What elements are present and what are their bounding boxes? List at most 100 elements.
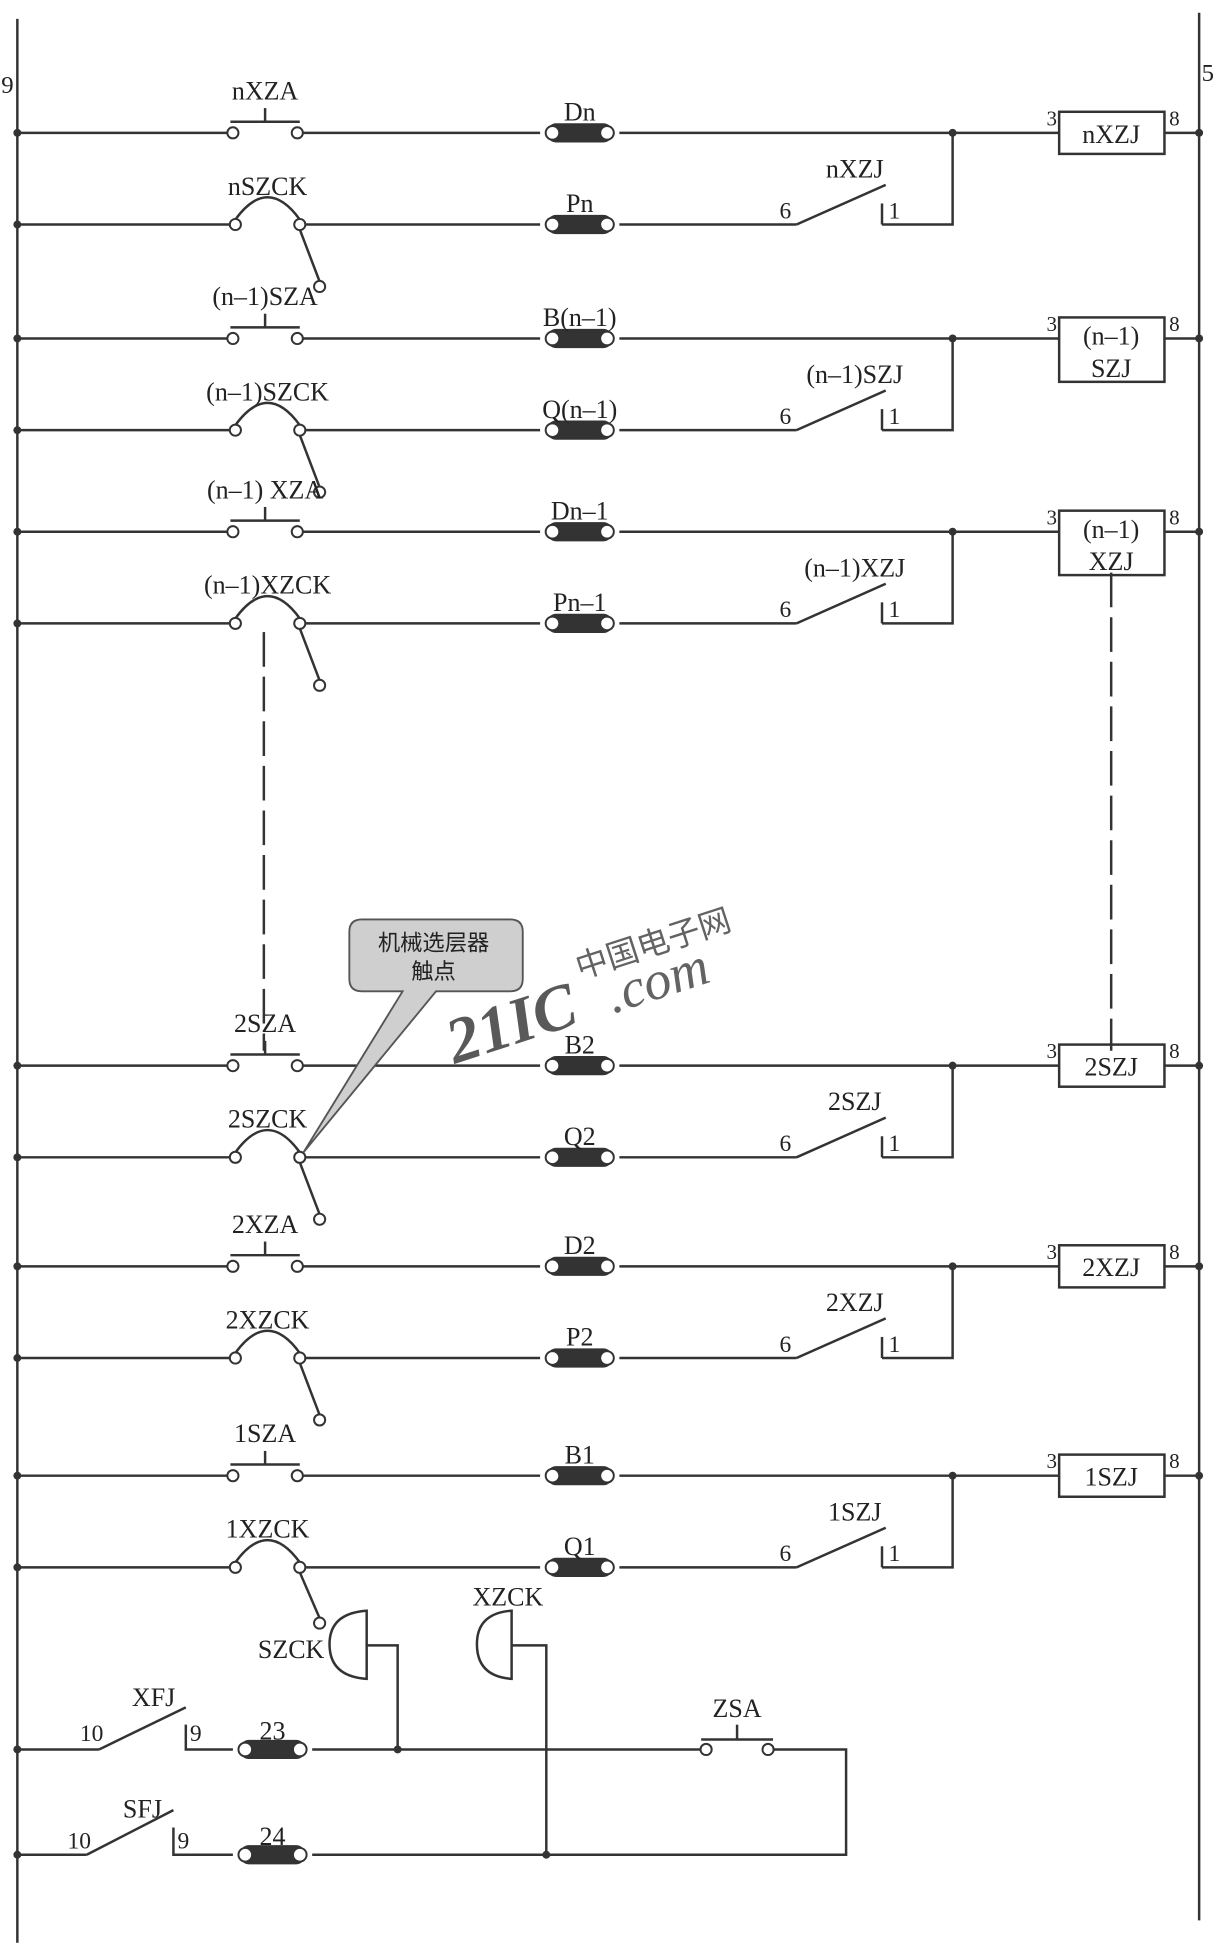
coil-end	[599, 1057, 615, 1074]
coil-end	[599, 1350, 615, 1366]
pin-label: 8	[1169, 1039, 1180, 1063]
pin-label: 1	[889, 1541, 901, 1567]
wire	[366, 1644, 399, 1750]
selector-arc	[234, 1329, 301, 1354]
xfj-contact-blade	[98, 1706, 187, 1751]
coil-end	[544, 615, 561, 632]
contact-terminal	[313, 485, 327, 499]
coil-end	[599, 523, 615, 540]
coil-end	[544, 1149, 561, 1166]
selector-contact-label: 2XZCK	[226, 1305, 310, 1334]
relay-contact-label: (n–1)SZJ	[806, 360, 903, 389]
selector-arm	[298, 434, 321, 488]
contact-terminal	[290, 1259, 304, 1273]
pushbutton-contact	[226, 506, 304, 539]
contact-blade	[796, 1116, 887, 1159]
pin-label: 10	[80, 1721, 104, 1747]
coil-end	[544, 523, 561, 540]
pin-label: 8	[1169, 505, 1180, 529]
relay-no-contact	[796, 1317, 887, 1360]
pin-label: 8	[1169, 312, 1180, 336]
junction-dot	[948, 527, 957, 536]
indicator-coil	[544, 328, 615, 349]
szck-limit-switch	[328, 1609, 368, 1681]
junction-dot	[542, 1850, 551, 1859]
pushbutton-contact	[226, 108, 304, 140]
coil-end	[544, 330, 561, 347]
pushbutton-contact	[226, 313, 304, 346]
contact-terminal	[226, 1259, 240, 1273]
sfj-label: SFJ	[123, 1795, 162, 1824]
junction-dot	[1195, 527, 1204, 536]
zsa-label: ZSA	[713, 1694, 762, 1723]
contact-terminal	[290, 331, 304, 346]
junction-dot	[1195, 334, 1204, 343]
contact-terminal	[226, 331, 240, 346]
coil-23	[237, 1739, 308, 1760]
wire	[172, 1827, 233, 1856]
callout-text: 机械选层器	[378, 930, 489, 955]
coil-end	[237, 1741, 254, 1758]
selector-arc	[234, 401, 301, 426]
pin-label: 8	[1169, 1449, 1180, 1473]
pin-label: 1	[889, 1131, 901, 1157]
pin-label: 6	[780, 198, 792, 224]
relay-label: 2SZJ	[1084, 1053, 1137, 1082]
contact-terminal	[699, 1742, 713, 1757]
indicator-coil	[544, 1348, 615, 1368]
coil-label: 24	[260, 1822, 286, 1851]
coil-end	[544, 1467, 561, 1484]
coil-end	[544, 422, 561, 438]
pin-label: 8	[1169, 1240, 1180, 1264]
pin-label: 10	[68, 1829, 92, 1855]
right-rail-label: 5	[1202, 60, 1214, 87]
self-hold-wire	[882, 1065, 954, 1159]
contact-terminal	[226, 1059, 240, 1073]
contact-blade	[796, 389, 887, 432]
pin-label: 6	[780, 1332, 792, 1358]
coil-end	[544, 1057, 561, 1074]
contact-terminal	[313, 279, 327, 294]
coil-end	[544, 1350, 561, 1366]
contact-terminal	[228, 1351, 242, 1365]
call-button-label: 1SZA	[234, 1419, 296, 1448]
relay-contact-label: 1SZJ	[828, 1497, 881, 1526]
contact-terminal	[761, 1742, 775, 1757]
self-hold-wire	[882, 338, 954, 432]
indicator-coil	[544, 1147, 615, 1167]
indicator-coil	[544, 214, 615, 235]
junction-dot	[948, 334, 957, 343]
coil-end	[599, 615, 615, 632]
pin-label: 8	[1169, 106, 1180, 130]
relay-label: XZJ	[1089, 547, 1134, 576]
xfj-label: XFJ	[132, 1683, 175, 1712]
selector-arc	[234, 196, 301, 221]
contact-terminal	[293, 1351, 307, 1365]
selector-arm	[298, 1362, 321, 1416]
contact-terminal	[290, 126, 304, 140]
pin-label: 3	[1046, 106, 1057, 130]
coil-label: P2	[566, 1323, 593, 1352]
relay-label: nXZJ	[1082, 120, 1140, 149]
contact-terminal	[293, 217, 307, 232]
self-hold-wire	[882, 1266, 954, 1360]
relay-coil-box	[1057, 316, 1166, 384]
selector-contact	[228, 401, 327, 499]
contact-blade	[796, 1317, 887, 1360]
szck-label: SZCK	[258, 1635, 325, 1664]
selector-contact	[228, 1329, 327, 1427]
contact-terminal	[228, 616, 242, 630]
selector-arm	[298, 1161, 321, 1215]
relay-no-contact	[796, 183, 887, 226]
selector-arm	[298, 1571, 321, 1619]
relay-label: 1SZJ	[1084, 1463, 1137, 1492]
contact-terminal	[293, 1560, 307, 1574]
contact-terminal	[290, 1059, 304, 1073]
coil-end	[544, 1559, 561, 1576]
pushbutton-contact	[226, 1450, 304, 1483]
contact-terminal	[313, 1413, 327, 1427]
selector-contact	[228, 594, 327, 692]
